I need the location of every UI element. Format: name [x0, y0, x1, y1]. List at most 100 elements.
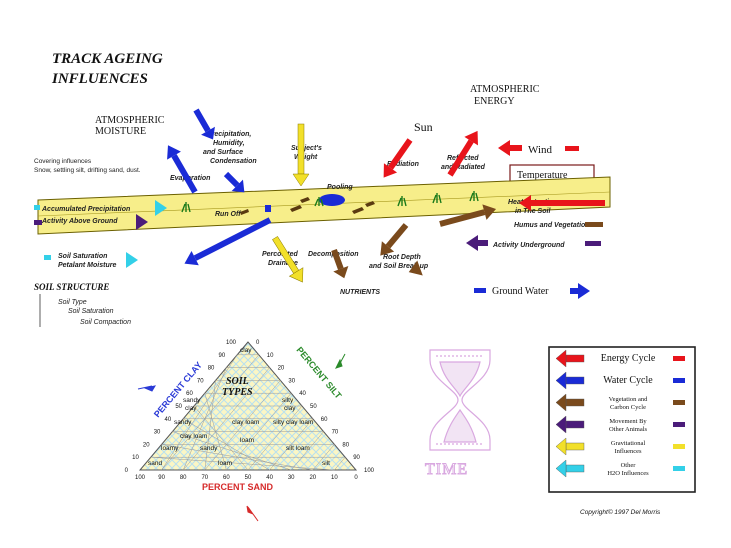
- subjects-weight-line2: Weight: [294, 154, 318, 161]
- soil-label-silty-clay-loam: silty clay loam: [273, 419, 313, 426]
- silt-direction-arrow: [335, 353, 346, 369]
- root-depth-arrow: [380, 223, 409, 256]
- soil-label-clay-loam: clay loam: [180, 433, 207, 440]
- evaporation-arrow: [167, 145, 198, 194]
- precip-line2: Humidity,: [213, 140, 245, 147]
- tick-left: 100: [226, 340, 237, 346]
- humus-bar: [585, 222, 603, 227]
- soil-label-sandy: sandy: [183, 397, 201, 404]
- tick-left: 80: [208, 366, 215, 372]
- root-depth-line2: and Soil Break up: [369, 263, 429, 270]
- legend-arrow-shaft: [565, 398, 585, 407]
- legend-item: Energy Cycle: [555, 349, 685, 368]
- decomposition-arrow: [331, 248, 349, 279]
- tick-bottom: 60: [223, 475, 230, 481]
- heat-retention-line2: in The Soil: [515, 208, 551, 215]
- legend-arrow-shaft: [565, 420, 585, 429]
- legend-arrow-shaft: [565, 442, 585, 451]
- weight-arrow: [292, 123, 310, 187]
- tick-left: 70: [197, 378, 204, 384]
- legend-arrow-head: [555, 437, 567, 456]
- accum-precip-label: Accumulated Precipitation: [41, 206, 130, 213]
- copyright: Copyright© 1997 Del Morris: [580, 508, 661, 516]
- soil-structure-title: SOIL STRUCTURE: [34, 282, 109, 292]
- tick-left: 30: [154, 430, 161, 436]
- soil-label-sandy-clay: sandy: [174, 419, 192, 426]
- reflected-line2: and Radiated: [441, 164, 486, 171]
- tick-bottom: 40: [266, 475, 273, 481]
- tick-bottom: 0: [354, 475, 358, 481]
- tick-right: 80: [342, 442, 349, 448]
- accum-precip-marker: [34, 205, 40, 210]
- legend-swatch: [673, 400, 685, 405]
- soil-structure-item3: Soil Compaction: [80, 319, 131, 326]
- sand-direction-arrow: [246, 505, 259, 522]
- runoff-arrow: [184, 217, 272, 266]
- legend-label: Energy Cycle: [601, 353, 656, 364]
- percent-sand-label: PERCENT SAND: [202, 482, 274, 492]
- triangle-grid: [150, 354, 346, 471]
- tick-right: 90: [353, 455, 360, 461]
- soil-saturation-arrow: [126, 252, 138, 268]
- covering-line1: Covering influences: [34, 158, 92, 165]
- soil-label-clay2: clay: [185, 405, 197, 412]
- soil-label-loamy: loamy: [161, 445, 179, 452]
- wind-label: Wind: [528, 144, 552, 156]
- precip-line1: Precipitation,: [207, 131, 251, 138]
- vegetation-tufts: [181, 191, 479, 213]
- tick-left: 90: [219, 353, 226, 359]
- tick-bottom: 20: [309, 475, 316, 481]
- soil-label-loam: loam: [240, 437, 254, 444]
- pooling-ellipse: [319, 194, 345, 206]
- legend-item: Water Cycle: [555, 371, 685, 390]
- wind-arrow: [498, 140, 522, 156]
- covering-line2: Snow, settling silt, drifting sand, dust…: [34, 167, 141, 174]
- legend-swatch: [673, 422, 685, 427]
- accum-precip-arrow: [155, 200, 167, 216]
- time-label: TIME: [425, 461, 468, 478]
- legend-swatch: [673, 378, 685, 383]
- soil-label-silt-loam: silt loam: [286, 445, 310, 452]
- tick-bottom: 30: [288, 475, 295, 481]
- precip-line3: and Surface: [203, 149, 243, 156]
- nutrients-arrow: [408, 260, 423, 276]
- legend-arrow-head: [555, 459, 567, 478]
- groundwater-arrow: [570, 283, 590, 299]
- humus-label: Humus and Vegetation: [514, 222, 590, 229]
- soil-label-sandy2: sandy: [200, 445, 218, 452]
- legend-arrow-shaft: [565, 464, 585, 473]
- legend-arrow-head: [555, 415, 567, 434]
- soil-structure-item1: Soil Type: [58, 299, 87, 306]
- activity-above-label: Activity Above Ground: [41, 218, 118, 225]
- legend-label: Carbon Cycle: [610, 404, 646, 411]
- root-depth-line1: Root Depth: [383, 254, 421, 261]
- soil-label-clay-loam-mid: clay loam: [232, 419, 259, 426]
- tick-left: 10: [132, 455, 139, 461]
- legend-arrow-shaft: [565, 376, 585, 385]
- tick-right: 40: [299, 391, 306, 397]
- legend-swatch: [673, 466, 685, 471]
- tick-right: 100: [364, 468, 375, 474]
- tick-right: 10: [267, 353, 274, 359]
- atmos-moisture-line2: MOISTURE: [95, 126, 146, 137]
- activity-above-arrow: [136, 214, 148, 230]
- precip-line4: Condensation: [210, 158, 257, 165]
- tick-right: 50: [310, 404, 317, 410]
- tick-left: 60: [186, 391, 193, 397]
- legend-label: H2O Influences: [607, 470, 649, 477]
- soil-label-silt: silt: [322, 460, 330, 467]
- percolated-line1: Percolated: [262, 251, 299, 258]
- tick-bottom: 80: [180, 475, 187, 481]
- title-line2: INFLUENCES: [51, 71, 148, 87]
- debris-marks: [240, 197, 375, 215]
- tick-bottom: 50: [245, 475, 252, 481]
- atmos-energy-line1: ATMOSPHERIC: [470, 84, 540, 95]
- soil-label-clay3: clay: [284, 405, 296, 412]
- nutrients-label: NUTRIENTS: [340, 289, 380, 296]
- reflected-arrow: [447, 130, 478, 177]
- tick-right: 70: [332, 430, 339, 436]
- legend-label: Movement By: [609, 418, 647, 425]
- activity-under-label: Activity Underground: [492, 242, 565, 249]
